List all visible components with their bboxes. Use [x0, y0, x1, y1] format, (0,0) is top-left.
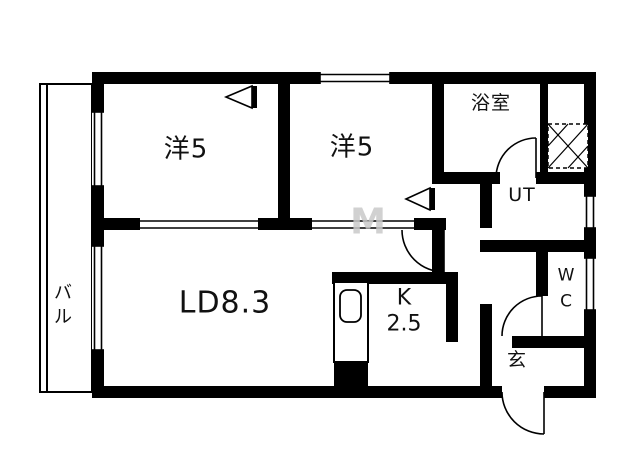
- kitchen-counter: [333, 281, 369, 363]
- shaft-hatch-box: [547, 123, 589, 169]
- door-arc-entrance: [501, 391, 545, 435]
- watermark-text: M: [350, 201, 386, 243]
- balcony-label-line2: ル: [54, 307, 72, 328]
- sliding-door-symbols: [140, 220, 414, 229]
- wc-label-line2: C: [560, 291, 572, 311]
- utility-label: UT: [508, 184, 536, 207]
- balcony-label: バ ル: [54, 282, 72, 331]
- door-triangle-indicators: [223, 84, 435, 212]
- living-dining-label: LD8.3: [178, 285, 272, 321]
- wc-label: W C: [558, 264, 575, 315]
- door-arcs: [401, 137, 545, 435]
- kitchen-label: K 2.5: [387, 286, 422, 339]
- bedroom1-label: 洋5: [163, 134, 209, 165]
- bath-label: 浴室: [470, 92, 512, 115]
- wc-label-line1: W: [557, 265, 575, 286]
- balcony-label-line1: バ: [54, 282, 72, 304]
- door-arc-bath: [495, 137, 537, 179]
- kitchen-label-line1: K: [396, 285, 412, 311]
- window-symbols: [92, 72, 596, 351]
- kitchen-sink: [339, 289, 362, 323]
- entrance-label: 玄: [506, 349, 528, 372]
- bedroom2-label: 洋5: [329, 132, 375, 163]
- door-arc-wc: [501, 295, 543, 337]
- door-arc-hall: [401, 229, 445, 273]
- balcony-outline: [39, 83, 93, 393]
- walls: [92, 72, 596, 398]
- kitchen-label-line2: 2.5: [386, 312, 422, 337]
